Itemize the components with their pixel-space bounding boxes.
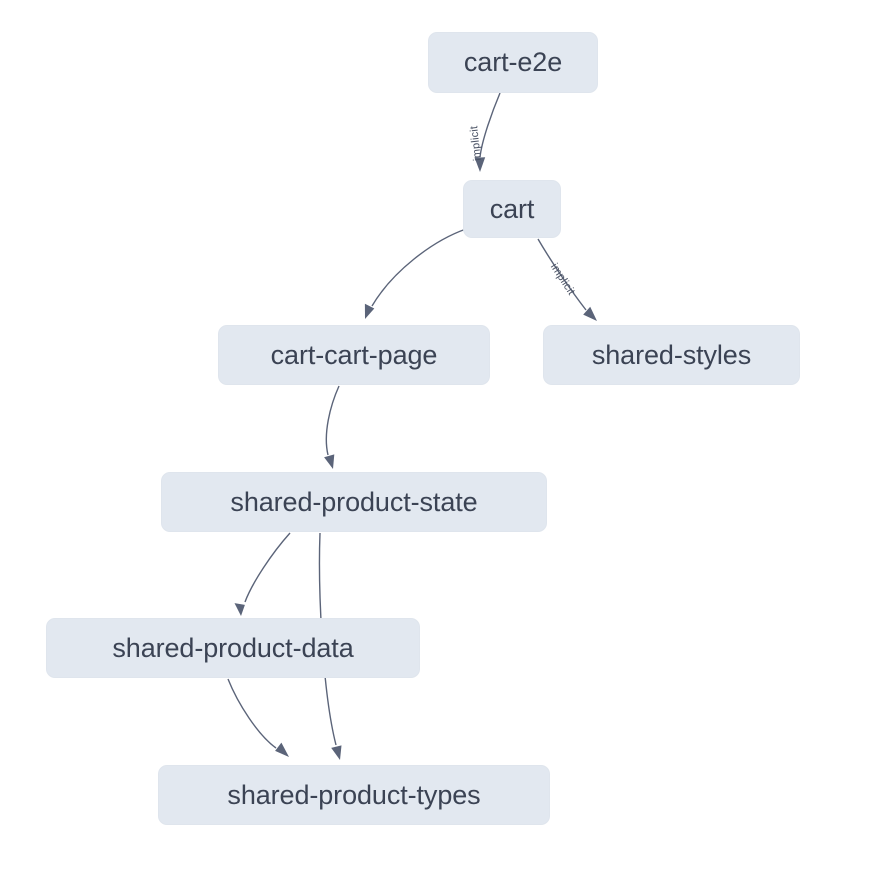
arrowhead-icon [364,303,375,319]
node-label: shared-styles [591,339,752,370]
edge-line [537,238,587,311]
arrowhead-icon [234,603,245,616]
node-label: cart-e2e [463,47,563,77]
edge-line [244,532,291,603]
edge-label-implicit-2: implicit [548,261,577,297]
arrowhead-icon [331,745,342,760]
edge-cart-e2e-to-cart: implicit [468,92,501,172]
node-label: shared-product-types [227,779,481,810]
arrowhead-icon [324,454,335,469]
graph-node-cart-cart-page[interactable]: cart-cart-page [218,325,490,385]
node-label: cart-cart-page [270,339,438,370]
graph-node-shared-product-types[interactable]: shared-product-types [158,765,550,825]
node-label: cart [489,193,535,224]
node-label: shared-product-data [112,632,354,663]
node-label: shared-product-state [230,486,478,517]
edge-cart-to-cart-cart-page [364,228,467,319]
graph-node-shared-styles[interactable]: shared-styles [543,325,800,385]
arrowhead-icon [275,742,289,757]
edge-shared-product-data-to-shared-product-types [227,678,289,757]
edge-line [371,228,467,307]
edge-line [325,385,340,456]
graph-node-cart[interactable]: cart [463,180,561,238]
arrowhead-icon [474,157,486,172]
edge-cart-cart-page-to-shared-product-state [324,385,340,469]
graph-node-cart-e2e[interactable]: cart-e2e [428,32,598,93]
arrowhead-icon [583,306,597,321]
edge-shared-product-state-to-shared-product-data [234,532,291,616]
edge-label-implicit-1: implicit [468,125,484,161]
graph-node-shared-product-data[interactable]: shared-product-data [46,618,420,678]
edge-line [227,678,277,749]
edge-line [479,92,501,158]
edge-cart-to-shared-styles: implicit [537,238,597,321]
graph-node-shared-product-state[interactable]: shared-product-state [161,472,547,532]
